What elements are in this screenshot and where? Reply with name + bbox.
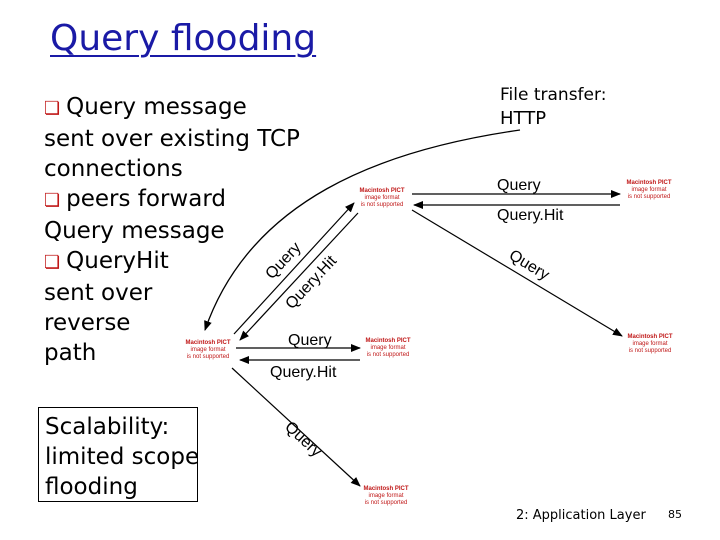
- label-query-top: Query: [497, 177, 541, 194]
- label-query-lower-diag: Query: [281, 418, 324, 460]
- edge-query-lower-diag: [231, 367, 361, 487]
- page-number: 85: [668, 508, 682, 521]
- bullet-3-line-1: ❏QueryHit: [44, 248, 169, 274]
- bullet-icon: ❏: [44, 98, 61, 119]
- bullet-list: ❏Query message sent over existing TCP co…: [44, 92, 300, 368]
- bullet-1-line-1: ❏Query message: [44, 94, 247, 120]
- scalability-box: Scalability: limited scope flooding: [38, 407, 200, 502]
- edge-query-mid-diag: [233, 202, 355, 335]
- scalability-line-2: limited scope: [45, 444, 200, 470]
- label-query-mid-diag: Query: [262, 239, 304, 282]
- bullet-2-line-2: Query message: [44, 218, 225, 244]
- bullet-1-line-3: connections: [44, 156, 183, 182]
- bullet-2-line-1: ❏peers forward: [44, 186, 226, 212]
- label-query-horizontal: Query: [288, 332, 332, 349]
- reverse-path-curve: [204, 129, 521, 331]
- edge-query-right-diag: [411, 209, 623, 337]
- footer-chapter: 2: Application Layer: [516, 508, 646, 523]
- bullet-icon: ❏: [44, 190, 61, 211]
- bullet-3-line-3: reverse: [44, 310, 131, 336]
- file-transfer-note: File transfer: HTTP: [500, 84, 606, 130]
- bullet-icon: ❏: [44, 252, 61, 273]
- file-transfer-protocol: HTTP: [500, 108, 547, 129]
- edge-queryhit-mid-diag: [239, 212, 359, 341]
- bullet-3-line-4: path: [44, 340, 97, 366]
- scalability-line-1: Scalability:: [45, 414, 170, 440]
- file-transfer-label: File transfer:: [500, 85, 607, 105]
- bullet-1-line-2: sent over existing TCP: [44, 126, 300, 152]
- label-queryhit-top: Query.Hit: [497, 207, 564, 224]
- label-query-right-diag: Query: [506, 247, 552, 284]
- label-queryhit-horizontal: Query.Hit: [270, 364, 337, 381]
- page-title: Query flooding: [50, 18, 317, 59]
- scalability-line-3: flooding: [45, 474, 138, 500]
- bullet-3-line-2: sent over: [44, 280, 153, 306]
